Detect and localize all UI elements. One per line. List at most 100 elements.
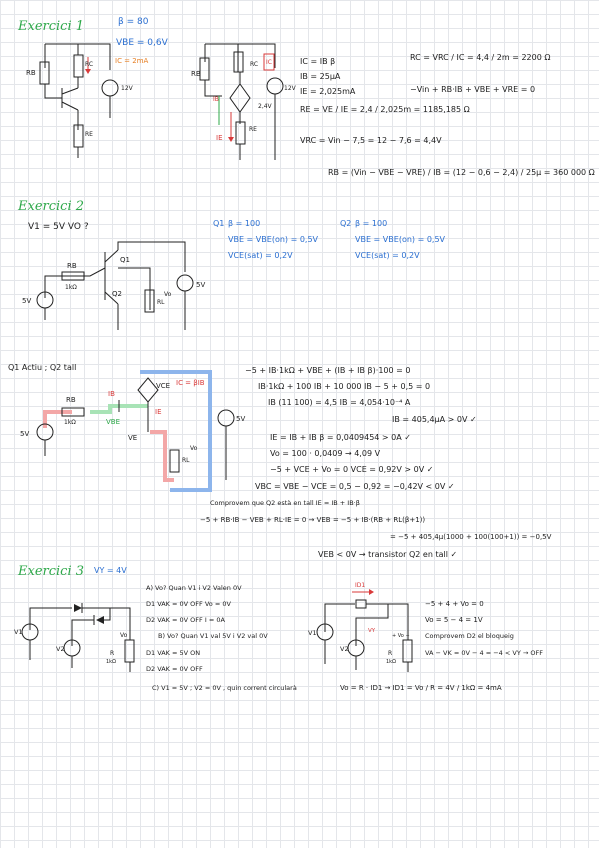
ex2-eq-7: VBC = VBE − VCE = 0,5 − 0,92 = −0,42V < … — [255, 482, 455, 491]
ex3-part-1: D1 VAK = 0V OFF Vo = 0V — [146, 600, 231, 608]
ex2b-vbe: VBE — [106, 418, 120, 426]
ex2-src-left: 5V — [22, 297, 31, 305]
ex1-vsrc-label-2: 12V — [284, 85, 297, 92]
ex1-eq-6: −Vin + RB·IB + VBE + VRE = 0 — [410, 85, 535, 94]
ex2b-ib: IB — [108, 390, 115, 398]
ex2-given: V1 = 5V VO ? — [28, 222, 89, 232]
ex2-q1-name: Q1 — [213, 219, 224, 228]
ex3-v1: V1 — [14, 628, 23, 636]
ex2-equations: −5 + IB·1kΩ + VBE + (IB + IB β)·100 = 0 … — [200, 366, 552, 559]
ex2b-vo: Vo — [190, 445, 198, 452]
ex3-right-equations: −5 + 4 + Vo = 0 Vo = 5 − 4 = 1V Comprove… — [340, 600, 543, 692]
ex3-right-1: Vo = 5 − 4 = 1V — [425, 616, 483, 624]
ex1-beta: β = 80 — [118, 17, 149, 27]
ex2-eq-8: Comprovem que Q2 està en tall IE = IB + … — [210, 499, 360, 507]
ex1-vsrc-label: 12V — [121, 85, 134, 92]
ex1-eq-7: RB = (Vin − VBE − VRE) / IB = (12 − 0,6 … — [328, 168, 595, 177]
ex2b-rb: RB — [66, 396, 76, 404]
ex2-rb-val: 1kΩ — [65, 284, 77, 291]
ex3-part-5: D2 VAK = 0V OFF — [146, 665, 203, 673]
ex2-src-right: 5V — [196, 281, 205, 289]
circuit-ex2-b — [36, 370, 235, 492]
circuit-ex3-a — [21, 603, 135, 672]
ex3-given: VY = 4V — [94, 566, 127, 575]
ex2b-ic: IC = βIB — [176, 379, 205, 387]
circuit-ex3-b — [316, 589, 413, 672]
ex3-v1-b: V1 — [308, 629, 317, 637]
ex3-id1-arrow: ID1 — [355, 582, 365, 589]
ex1-ic-label: IC — [266, 59, 272, 66]
circuit-ex2-a — [36, 241, 194, 330]
ex1-re-label-2: RE — [249, 126, 257, 133]
ex2-q2-label: Q2 — [112, 290, 122, 298]
ex1-ib-label: IB — [213, 96, 219, 103]
ex2b-vce: VCE — [156, 382, 170, 390]
ex3-v2-b: V2 — [340, 645, 349, 653]
ex2-q1-label: Q1 — [120, 256, 130, 264]
ex2-q2-p0: β = 100 — [355, 219, 387, 228]
ex2-q1-p1: VBE = VBE(on) = 0,5V — [228, 235, 319, 244]
ex2-eq-11: VEB < 0V → transistor Q2 en tall ✓ — [318, 550, 457, 559]
ex2-q2-name: Q2 — [340, 219, 351, 228]
ex1-eq-2: IE = 2,025mA — [300, 87, 356, 96]
ex3-part-3: B) Vo? Quan V1 val 5V i V2 val 0V — [158, 632, 268, 640]
ex3-right-3: VA − VK = 0V − 4 = −4 < VY → OFF — [425, 649, 543, 657]
ex3-vy-small: VY — [368, 628, 376, 634]
ex3-node: + Vo − — [392, 633, 410, 639]
ex3-right-2: Comprovem D2 el bloqueig — [425, 632, 514, 640]
ex3-r-b: R — [388, 650, 392, 657]
ex3-part-2: D2 VAK = 0V OFF I = 0A — [146, 616, 225, 624]
ex3-v2: V2 — [56, 645, 65, 653]
ex2-eq-10: = −5 + 405,4μ(1000 + 100(100+1)) = −0,5V — [390, 533, 552, 541]
ex1-rb-label: RB — [26, 69, 36, 77]
ex2-hypothesis: Q1 Actiu ; Q2 tall — [8, 363, 76, 372]
ex3-r-val: 1kΩ — [106, 659, 116, 665]
ex1-re-label: RE — [85, 131, 93, 138]
ex1-eq-5: RC = VRC / IC = 4,4 / 2m = 2200 Ω — [410, 53, 550, 62]
ex1-equations: IC = IB β IB = 25μA IE = 2,025mA RE = VE… — [300, 53, 595, 177]
ex2-q1-p2: VCE(sat) = 0,2V — [228, 251, 293, 260]
ex2b-ie: IE — [155, 408, 162, 416]
ex3-right-0: −5 + 4 + Vo = 0 — [425, 600, 484, 608]
ex1-eq-3: RE = VE / IE = 2,4 / 2,025m = 1185,185 Ω — [300, 105, 470, 114]
ex2b-src: 5V — [20, 430, 29, 438]
ex2-q2-p2: VCE(sat) = 0,2V — [355, 251, 420, 260]
ex2-q1-p0: β = 100 — [228, 219, 260, 228]
ex2-eq-0: −5 + IB·1kΩ + VBE + (IB + IB β)·100 = 0 — [245, 366, 410, 375]
ex2b-rb-val: 1kΩ — [64, 419, 76, 426]
ex2-q2-p1: VBE = VBE(on) = 0,5V — [355, 235, 446, 244]
ex3-part-4: D1 VAK = 5V ON — [146, 649, 200, 657]
ex2b-rl: RL — [182, 457, 190, 464]
ex1-eq-0: IC = IB β — [300, 57, 335, 66]
circuit-ex1-a — [39, 43, 119, 158]
ex3-parts: A) Vo? Quan V1 i V2 Valen 0V D1 VAK = 0V… — [146, 584, 297, 692]
ex1-ic-given: IC = 2mA — [115, 57, 149, 65]
heading-exercici-1: Exercici 1 — [17, 19, 84, 34]
ex1-eq-1: IB = 25μA — [300, 72, 341, 81]
ex3-right-4: Vo = R · ID1 → ID1 = Vo / R = 4V / 1kΩ =… — [340, 684, 502, 692]
ex2-eq-4: IE = IB + IB β = 0,0409454 > 0A ✓ — [270, 433, 411, 442]
ex3-part-0: A) Vo? Quan V1 i V2 Valen 0V — [146, 584, 242, 592]
ex2-transistor-params: Q1 β = 100 VBE = VBE(on) = 0,5V VCE(sat)… — [213, 219, 446, 260]
ex2-eq-5: Vo = 100 · 0,0409 → 4,09 V — [270, 449, 381, 458]
ex3-vo: Vo — [120, 632, 128, 639]
ex3-r-val-b: 1kΩ — [386, 659, 396, 665]
ex2-eq-1: IB·1kΩ + 100 IB + 10 000 IB − 5 + 0,5 = … — [258, 382, 430, 391]
heading-exercici-2: Exercici 2 — [17, 199, 84, 214]
ex2b-ve: VE — [128, 434, 137, 442]
ex2b-src-r: 5V — [236, 415, 245, 423]
ex1-ie-label: IE — [216, 134, 223, 142]
ex2-eq-6: −5 + VCE + Vo = 0 VCE = 0,92V > 0V ✓ — [270, 465, 433, 474]
ex2-rl-label: RL — [157, 299, 165, 306]
circuit-ex1-b — [199, 43, 284, 160]
ex1-rb-label-2: RB — [191, 70, 201, 78]
ex1-vbe: VBE = 0,6V — [116, 38, 169, 48]
ex3-part-6: C) V1 = 5V ; V2 = 0V , quin corrent circ… — [152, 684, 297, 692]
ex2-eq-3: IB = 405,4μA > 0V ✓ — [392, 415, 477, 424]
ex2-vo-label: Vo — [164, 291, 172, 298]
ex1-rc-label-2: RC — [250, 61, 258, 68]
ex2-rb: RB — [67, 262, 77, 270]
ex2-eq-2: IB (11 100) = 4,5 IB = 4,054·10⁻⁴ A — [268, 398, 411, 407]
ex1-rc-label: RC — [85, 61, 93, 68]
